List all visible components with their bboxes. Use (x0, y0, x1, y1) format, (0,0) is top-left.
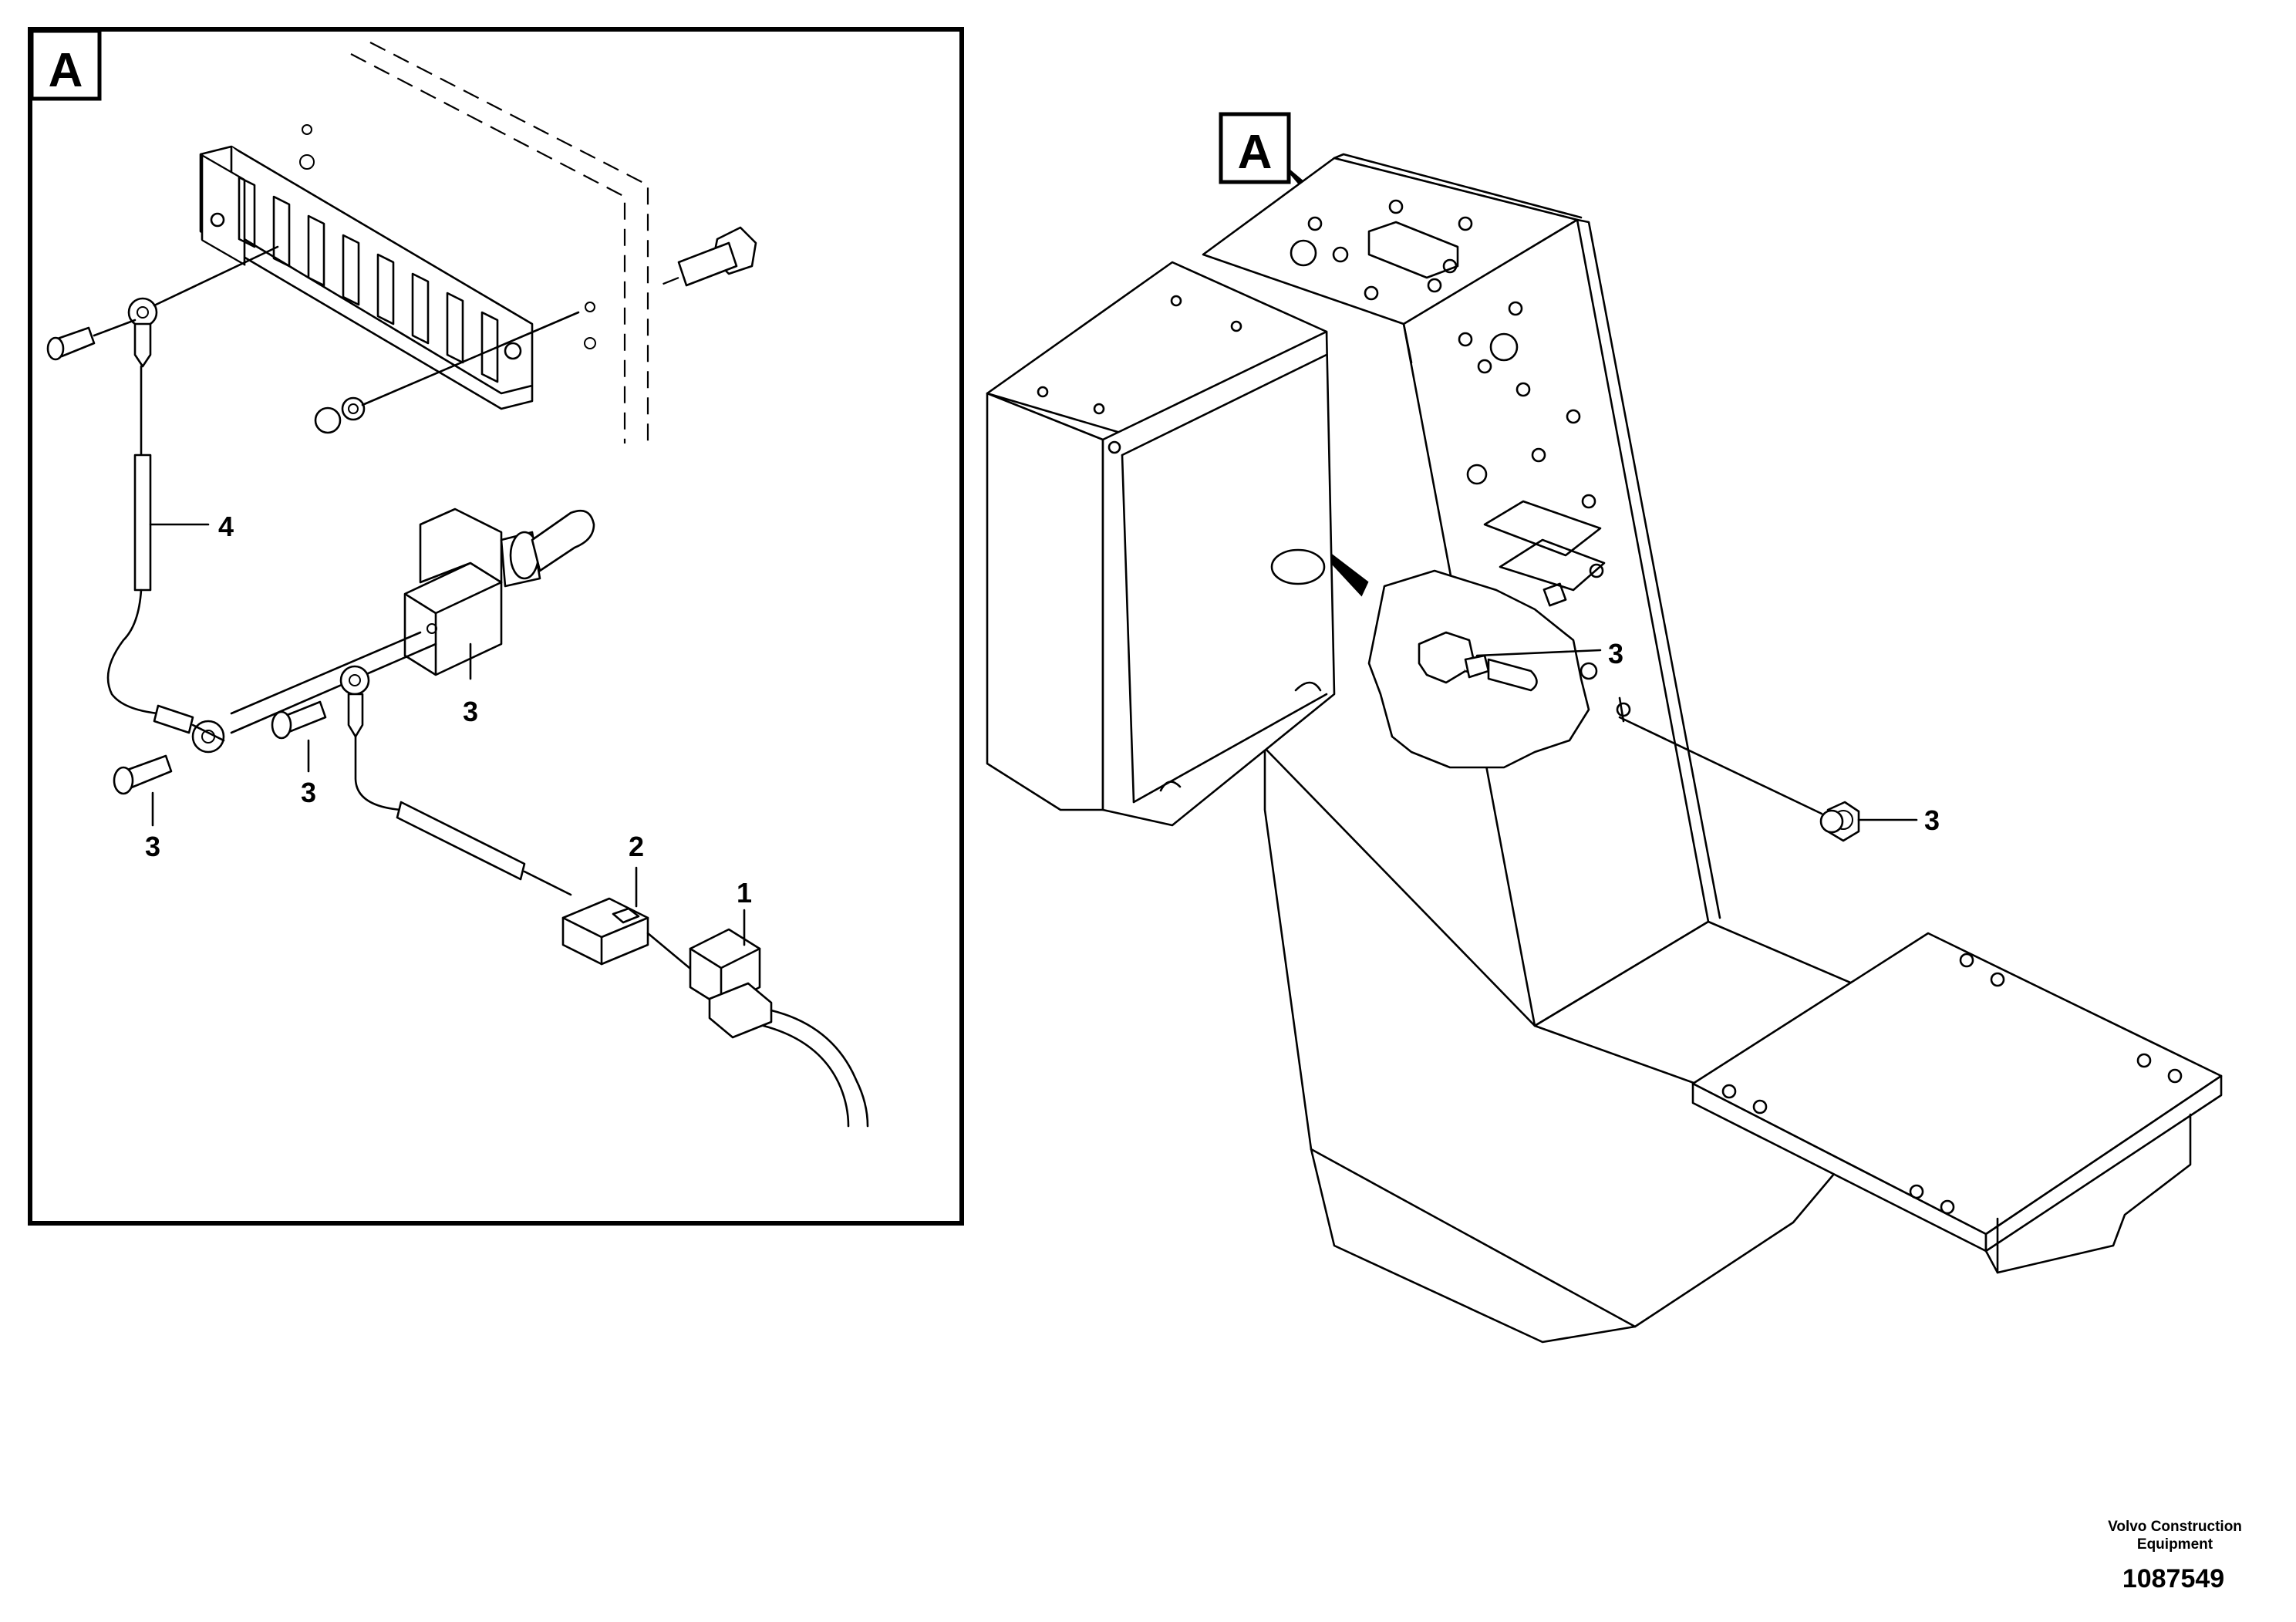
switch-cutout: 3 (1367, 569, 1623, 769)
part-label-4: 4 (218, 511, 234, 542)
wire-4: 4 (46, 245, 279, 754)
switch-housing (986, 153, 1899, 1344)
nut: 3 (1618, 716, 1940, 842)
toggle-switch: 3 (230, 508, 595, 734)
bolt (655, 226, 757, 288)
nut-washer (314, 311, 580, 434)
part-label-main-switch-3: 3 (1608, 638, 1623, 669)
connector-2: 2 (561, 831, 649, 966)
screws: 3 3 (113, 700, 327, 862)
part-label-2: 2 (629, 831, 644, 862)
part-label-switch-3: 3 (463, 696, 478, 727)
lead-to-connector (339, 665, 572, 896)
part-label-1: 1 (737, 877, 752, 909)
company-line-1: Volvo Construction (2108, 1519, 2242, 1535)
part-label-nut-3: 3 (1924, 804, 1940, 836)
main-view: A A (986, 112, 2223, 1344)
detail-frame (28, 27, 964, 1226)
terminal-block (199, 145, 534, 410)
detail-view-a: A (28, 27, 964, 1226)
company-line-2: Equipment (2137, 1536, 2213, 1553)
footer: Volvo Construction Equipment 1087549 (2108, 1519, 2242, 1593)
connector-1: 1 (646, 877, 869, 1128)
svg-text:A: A (1238, 126, 1273, 179)
part-label-screw-mid-3: 3 (301, 777, 316, 808)
document-number: 1087549 (2122, 1564, 2224, 1593)
detail-label: A (49, 44, 83, 97)
part-label-screw-left-3: 3 (145, 831, 160, 862)
detail-label-box (29, 29, 102, 101)
base-plate (1691, 932, 2223, 1274)
mounting-panel (299, 42, 649, 447)
